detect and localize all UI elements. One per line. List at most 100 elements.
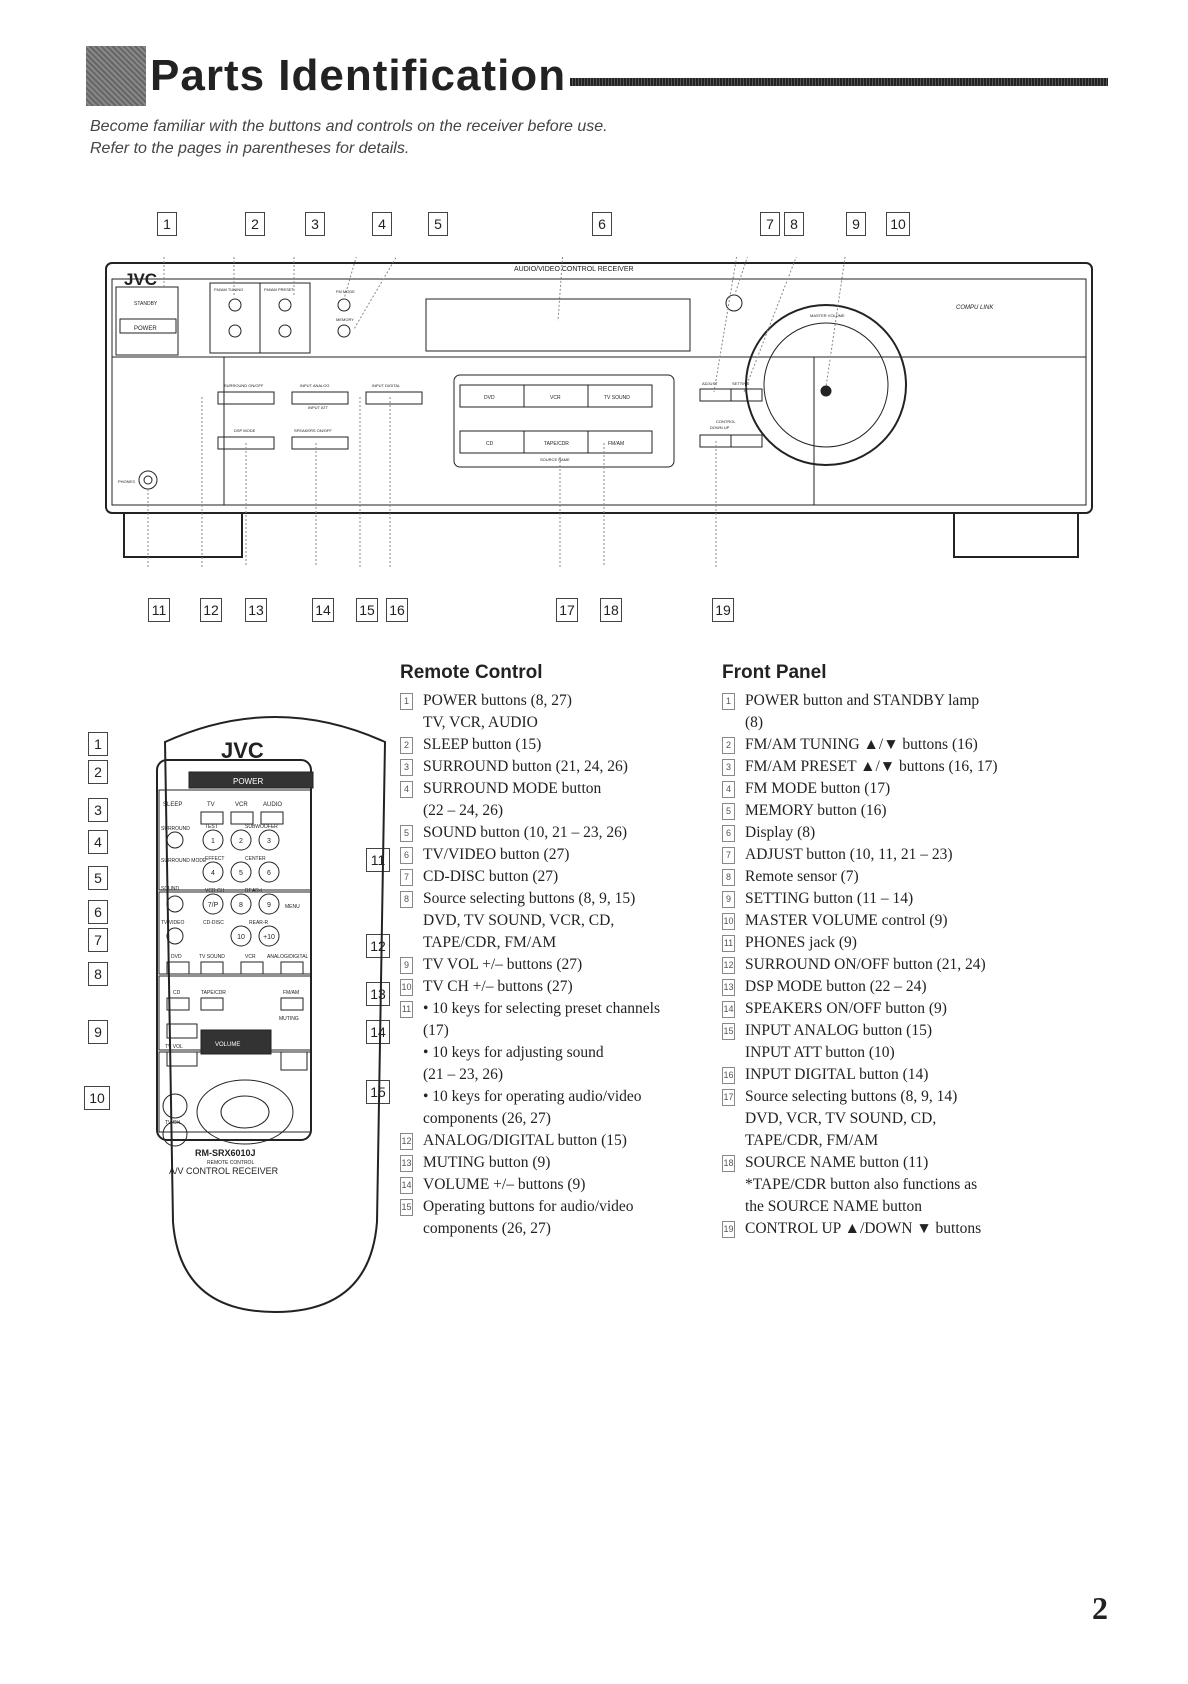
receiver-front-panel-illustration: JVC AUDIO/VIDEO CONTROL RECEIVER STANDBY…	[105, 257, 1093, 567]
front-list-item-15-line-2: INPUT ATT button (10)	[720, 1042, 1040, 1064]
remote-list-item-15: 15 Operating buttons for audio/video	[398, 1196, 698, 1218]
front-list-item-text: INPUT ATT button (10)	[745, 1044, 895, 1061]
front-list-item-text: SETTING button (11 – 14)	[745, 890, 914, 907]
remote-list-item-number: 5	[400, 825, 413, 842]
source-tape-label: TAPE/CDR	[544, 441, 569, 447]
remote-list-item-number: 13	[400, 1155, 413, 1172]
front-callout-5: 5	[428, 212, 448, 236]
remote-list-item-text: TV, VCR, AUDIO	[423, 714, 538, 731]
remote-list-item-number: 10	[400, 979, 413, 996]
standby-label: STANDBY	[134, 301, 158, 307]
remote-audio-label: AUDIO	[263, 802, 282, 808]
front-list-item-number: 8	[722, 869, 735, 886]
front-list-item-text: SPEAKERS ON/OFF button (9)	[745, 1000, 947, 1017]
dsp-mode-label: DSP MODE	[234, 428, 256, 433]
remote-av-receiver-text: A/V CONTROL RECEIVER	[169, 1166, 279, 1176]
memory-label: MEMORY	[336, 317, 354, 322]
front-callout-17: 17	[556, 598, 578, 622]
remote-tv-video-label: TV/VIDEO	[161, 920, 184, 926]
source-fmam-label: FM/AM	[608, 441, 624, 447]
key-10: 10	[237, 934, 245, 941]
front-list-item-text: (8)	[745, 714, 764, 731]
remote-list-item-15-line-2: components (26, 27)	[398, 1218, 698, 1240]
remote-list-item-number: 12	[400, 1133, 413, 1150]
remote-cd-disc-label: CD-DISC	[203, 920, 224, 926]
remote-list-item-text: Source selecting buttons (8, 9, 15)	[423, 890, 636, 907]
receiver-model-label: AUDIO/VIDEO CONTROL RECEIVER	[514, 266, 634, 273]
front-list-item-text: SOURCE NAME button (11)	[745, 1154, 929, 1171]
front-list-item-number: 11	[722, 935, 735, 952]
remote-callout-3: 3	[88, 798, 108, 822]
remote-callout-11: 11	[366, 848, 390, 872]
remote-list-item-number: 15	[400, 1199, 413, 1216]
front-list-item-text: FM/AM PRESET ▲/▼ buttons (16, 17)	[745, 758, 998, 775]
source-dvd-label: DVD	[484, 395, 495, 401]
remote-control-text: REMOTE CONTROL	[207, 1160, 254, 1166]
front-list-item-17-line-2: DVD, VCR, TV SOUND, CD,	[720, 1108, 1040, 1130]
title-marker	[86, 46, 146, 106]
front-callout-19: 19	[712, 598, 734, 622]
remote-fm-am-label: FM/AM	[283, 990, 299, 996]
front-list-item-number: 4	[722, 781, 735, 798]
remote-list-item-text: (22 – 24, 26)	[423, 802, 504, 819]
key-7p: 7/P	[208, 902, 219, 909]
remote-list-item-1-line-2: TV, VCR, AUDIO	[398, 712, 698, 734]
front-panel-heading: Front Panel	[722, 662, 827, 683]
front-callout-9: 9	[846, 212, 866, 236]
down-up-label: DOWN UP	[710, 425, 730, 430]
front-callout-2: 2	[245, 212, 265, 236]
remote-list-item-text: • 10 keys for adjusting sound	[423, 1044, 604, 1061]
remote-list-item-11-line-4: (21 – 23, 26)	[398, 1064, 698, 1086]
front-list-item-text: Remote sensor (7)	[745, 868, 859, 885]
front-list-item-8: 8 Remote sensor (7)	[720, 866, 1040, 888]
front-callout-15: 15	[356, 598, 378, 622]
front-list-item-text: Display (8)	[745, 824, 816, 841]
front-list-item-text: *TAPE/CDR button also functions as	[745, 1176, 978, 1193]
setting-label: SETTING	[732, 381, 749, 386]
remote-model: RM-SRX6010J	[195, 1148, 256, 1158]
intro-line-2: Refer to the pages in parentheses for de…	[90, 140, 410, 157]
remote-callout-1: 1	[88, 732, 108, 756]
remote-callout-7: 7	[88, 928, 108, 952]
remote-callout-9: 9	[88, 1020, 108, 1044]
front-list-item-1-line-2: (8)	[720, 712, 1040, 734]
remote-list-item-text: (17)	[423, 1022, 449, 1039]
front-list-item-17-line-3: TAPE/CDR, FM/AM	[720, 1130, 1040, 1152]
remote-list-item-number: 4	[400, 781, 413, 798]
remote-list-item-text: components (26, 27)	[423, 1220, 551, 1237]
preset-label: FM/AM PRESET	[264, 287, 295, 292]
remote-menu-label: MENU	[285, 904, 300, 910]
remote-list-item-text: TAPE/CDR, FM/AM	[423, 934, 557, 951]
remote-list-item-text: Operating buttons for audio/video	[423, 1198, 634, 1215]
receiver-brand: JVC	[124, 270, 157, 289]
remote-list-item-text: SURROUND button (21, 24, 26)	[423, 758, 628, 775]
intro-line-1: Become familiar with the buttons and con…	[90, 118, 608, 135]
key-6: 6	[267, 870, 271, 877]
input-analog-label: INPUT ANALOG	[300, 383, 330, 388]
front-list-item-number: 17	[722, 1089, 735, 1106]
source-name-label: SOURCE NAME	[540, 457, 570, 462]
remote-control-illustration: JVC POWER SLEEP TV VCR AUDIO SURROUND SU…	[156, 716, 387, 1314]
source-cd-label: CD	[486, 441, 494, 447]
front-list-item-number: 2	[722, 737, 735, 754]
front-list-item-text: TAPE/CDR, FM/AM	[745, 1132, 879, 1149]
remote-muting-label: MUTING	[279, 1016, 299, 1022]
remote-callout-14: 14	[366, 1020, 390, 1044]
remote-callout-6: 6	[88, 900, 108, 924]
remote-list-item-8: 8 Source selecting buttons (8, 9, 15)	[398, 888, 698, 910]
remote-list-item-text: DVD, TV SOUND, VCR, CD,	[423, 912, 615, 929]
remote-list-item-number: 8	[400, 891, 413, 908]
